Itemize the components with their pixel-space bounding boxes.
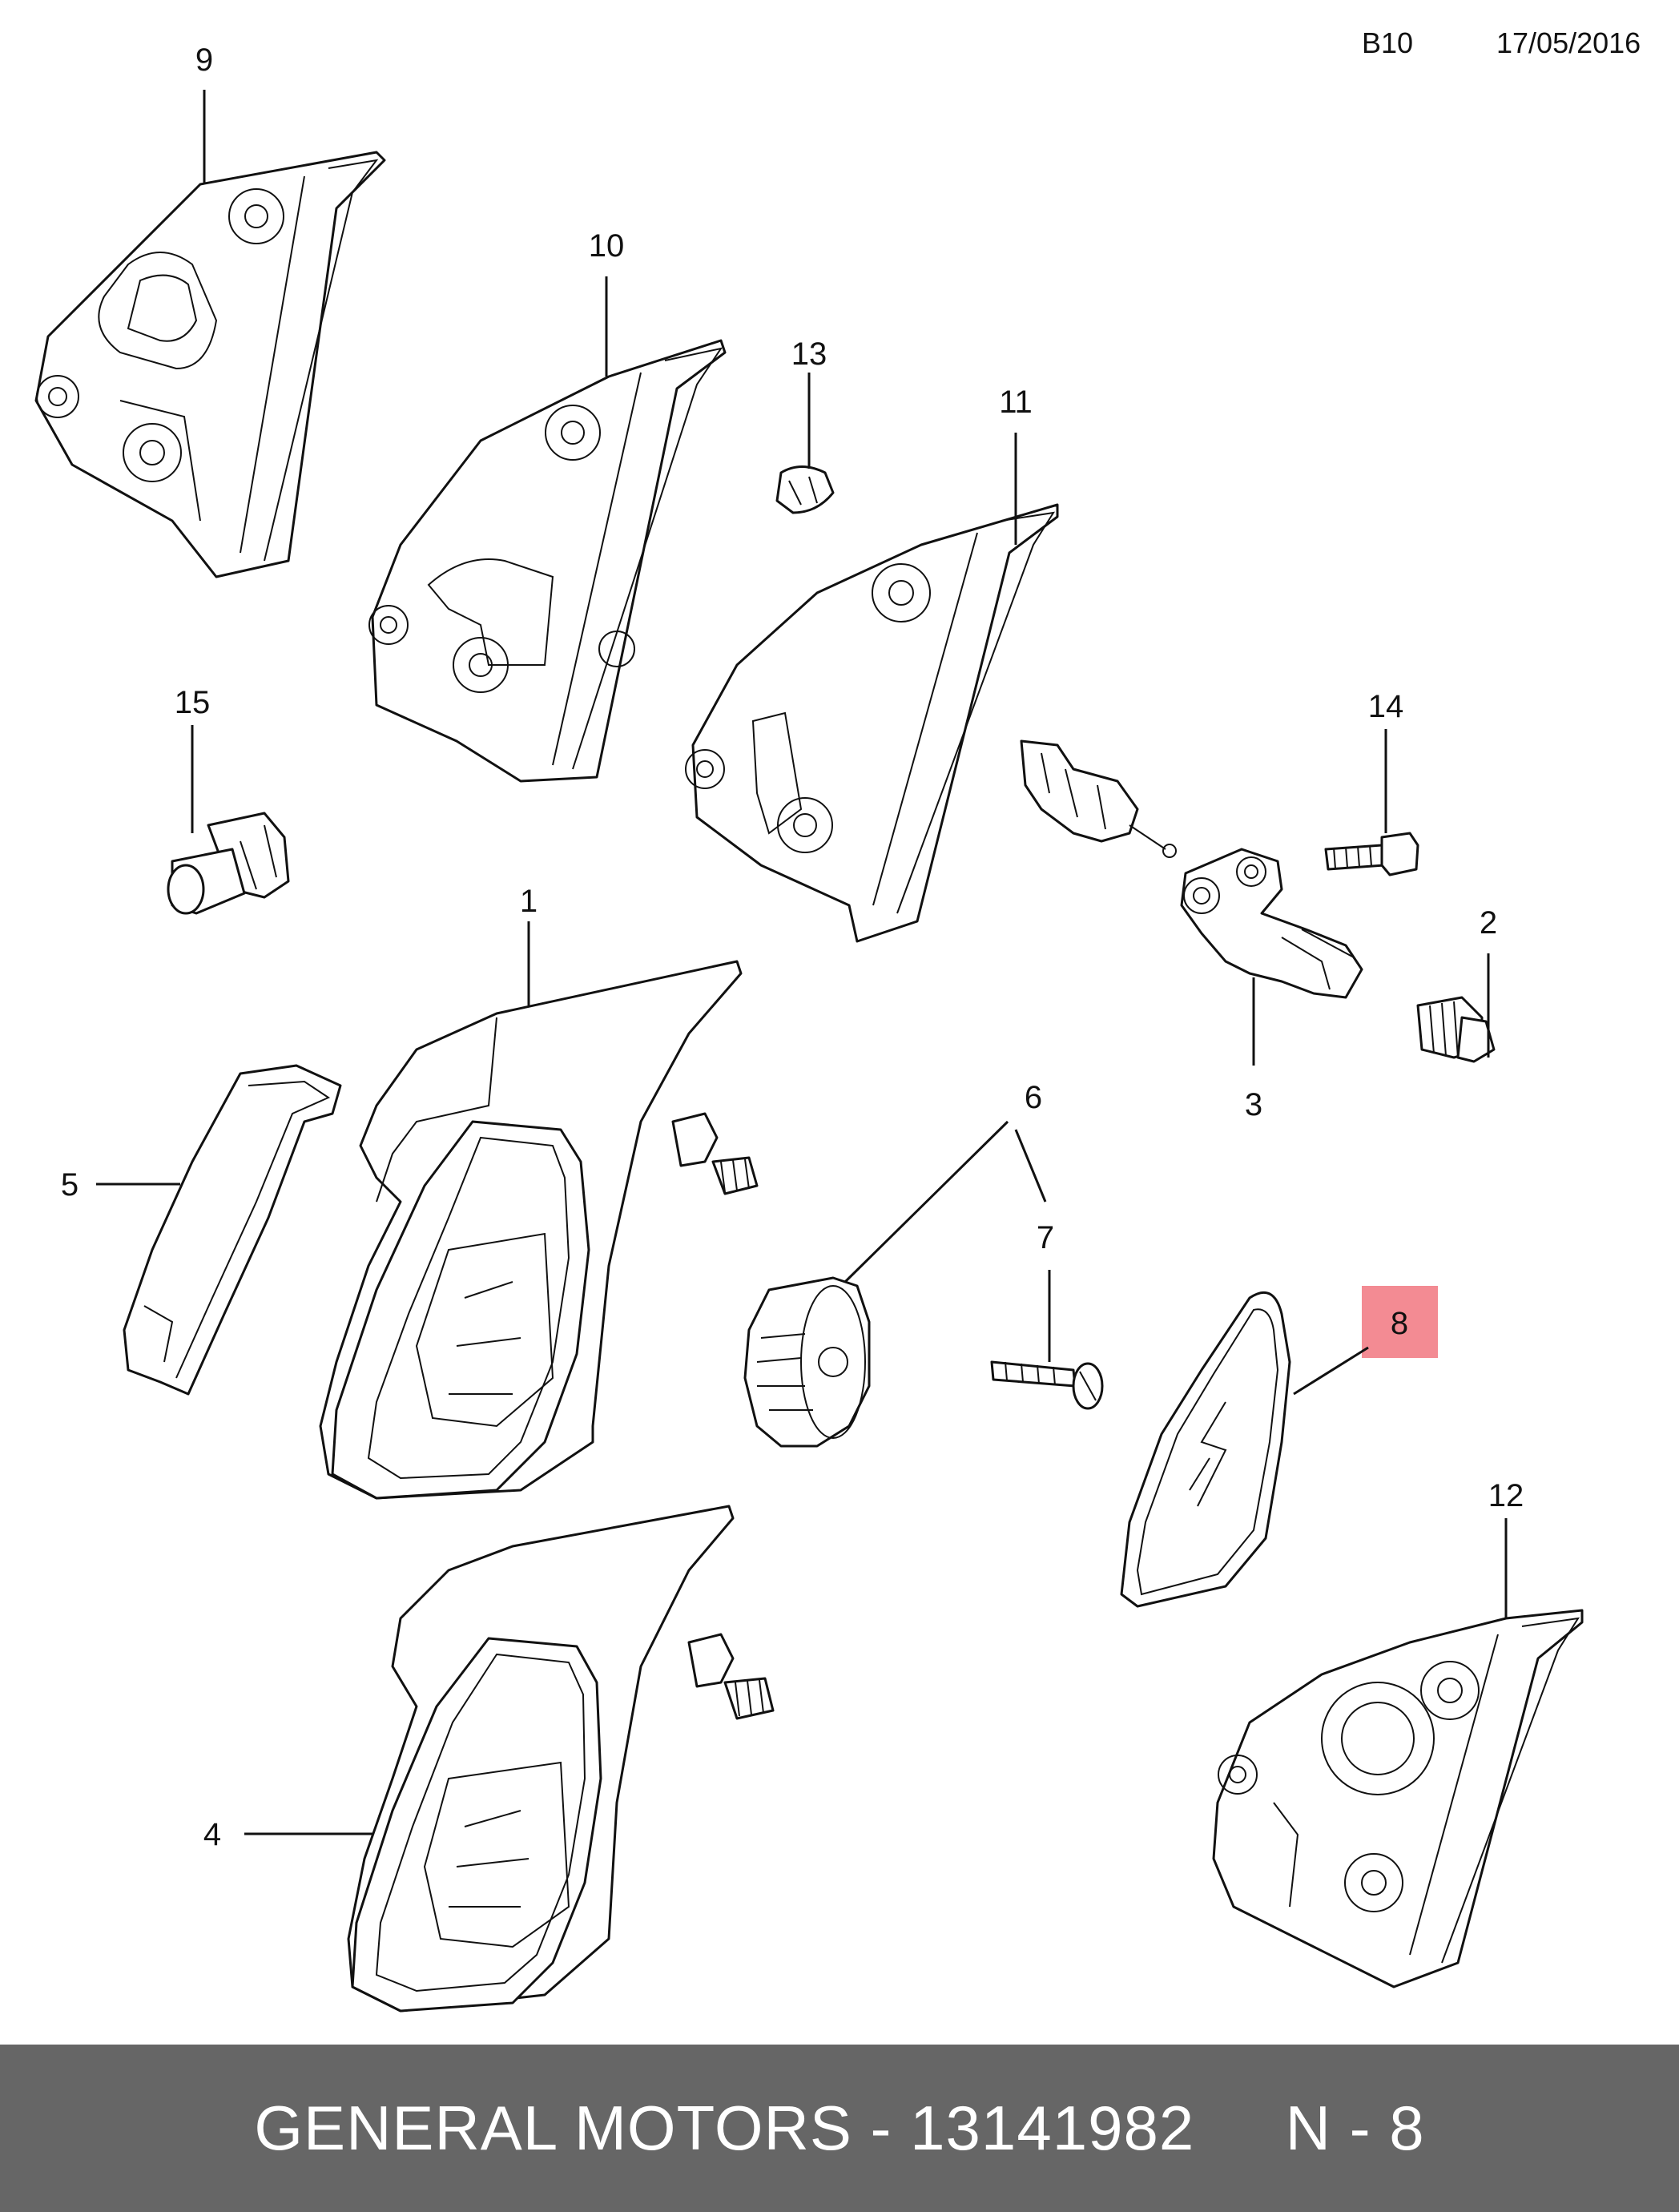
callout-6: 6 [1025,1080,1042,1115]
callout-15: 15 [175,685,211,720]
callout-2: 2 [1480,905,1497,941]
callout-3: 3 [1245,1087,1262,1122]
leader-line-8 [1293,1346,1369,1396]
part-4-drawing [347,1505,775,2013]
highlight-box-8 [1362,1286,1438,1358]
part-6-drawing [743,1276,871,1448]
callout-14: 14 [1368,689,1404,724]
part-9-drawing [34,151,386,578]
part-10-drawing [368,339,727,783]
part-15-drawing [167,812,290,915]
part-motor-drawing [1020,739,1177,858]
footer-text: GENERAL MOTORS - 13141982 N - 8 [254,2093,1425,2163]
part-11-drawing [685,503,1059,943]
callout-12: 12 [1488,1478,1524,1513]
part-12-drawing [1212,1609,1584,1988]
callout-8: 8 [1391,1306,1408,1341]
parts-diagram: B10 17/05/2016 9 10 13 [34,26,1641,2013]
callout-13: 13 [791,336,827,372]
part-3-drawing [1180,848,1363,999]
part-2-drawing [1416,996,1496,1063]
callout-11: 11 [999,385,1033,420]
part-14-drawing [1324,832,1419,876]
part-1-drawing [319,960,759,1500]
callout-1: 1 [520,884,538,919]
callout-5: 5 [61,1167,79,1203]
leader-line-6 [844,1120,1009,1283]
header-code: B10 [1362,26,1413,59]
leader-line-6-7 [1014,1129,1047,1203]
part-5-drawing [123,1064,342,1396]
callout-10: 10 [589,228,625,264]
callout-4: 4 [203,1817,221,1852]
header-date: 17/05/2016 [1496,26,1641,59]
footer-bar: GENERAL MOTORS - 13141982 N - 8 [0,2045,1679,2212]
callout-7: 7 [1037,1220,1054,1255]
part-8-drawing [1120,1291,1291,1608]
callout-9: 9 [195,42,213,78]
part-13-drawing [775,465,835,514]
part-7-drawing [990,1360,1104,1410]
